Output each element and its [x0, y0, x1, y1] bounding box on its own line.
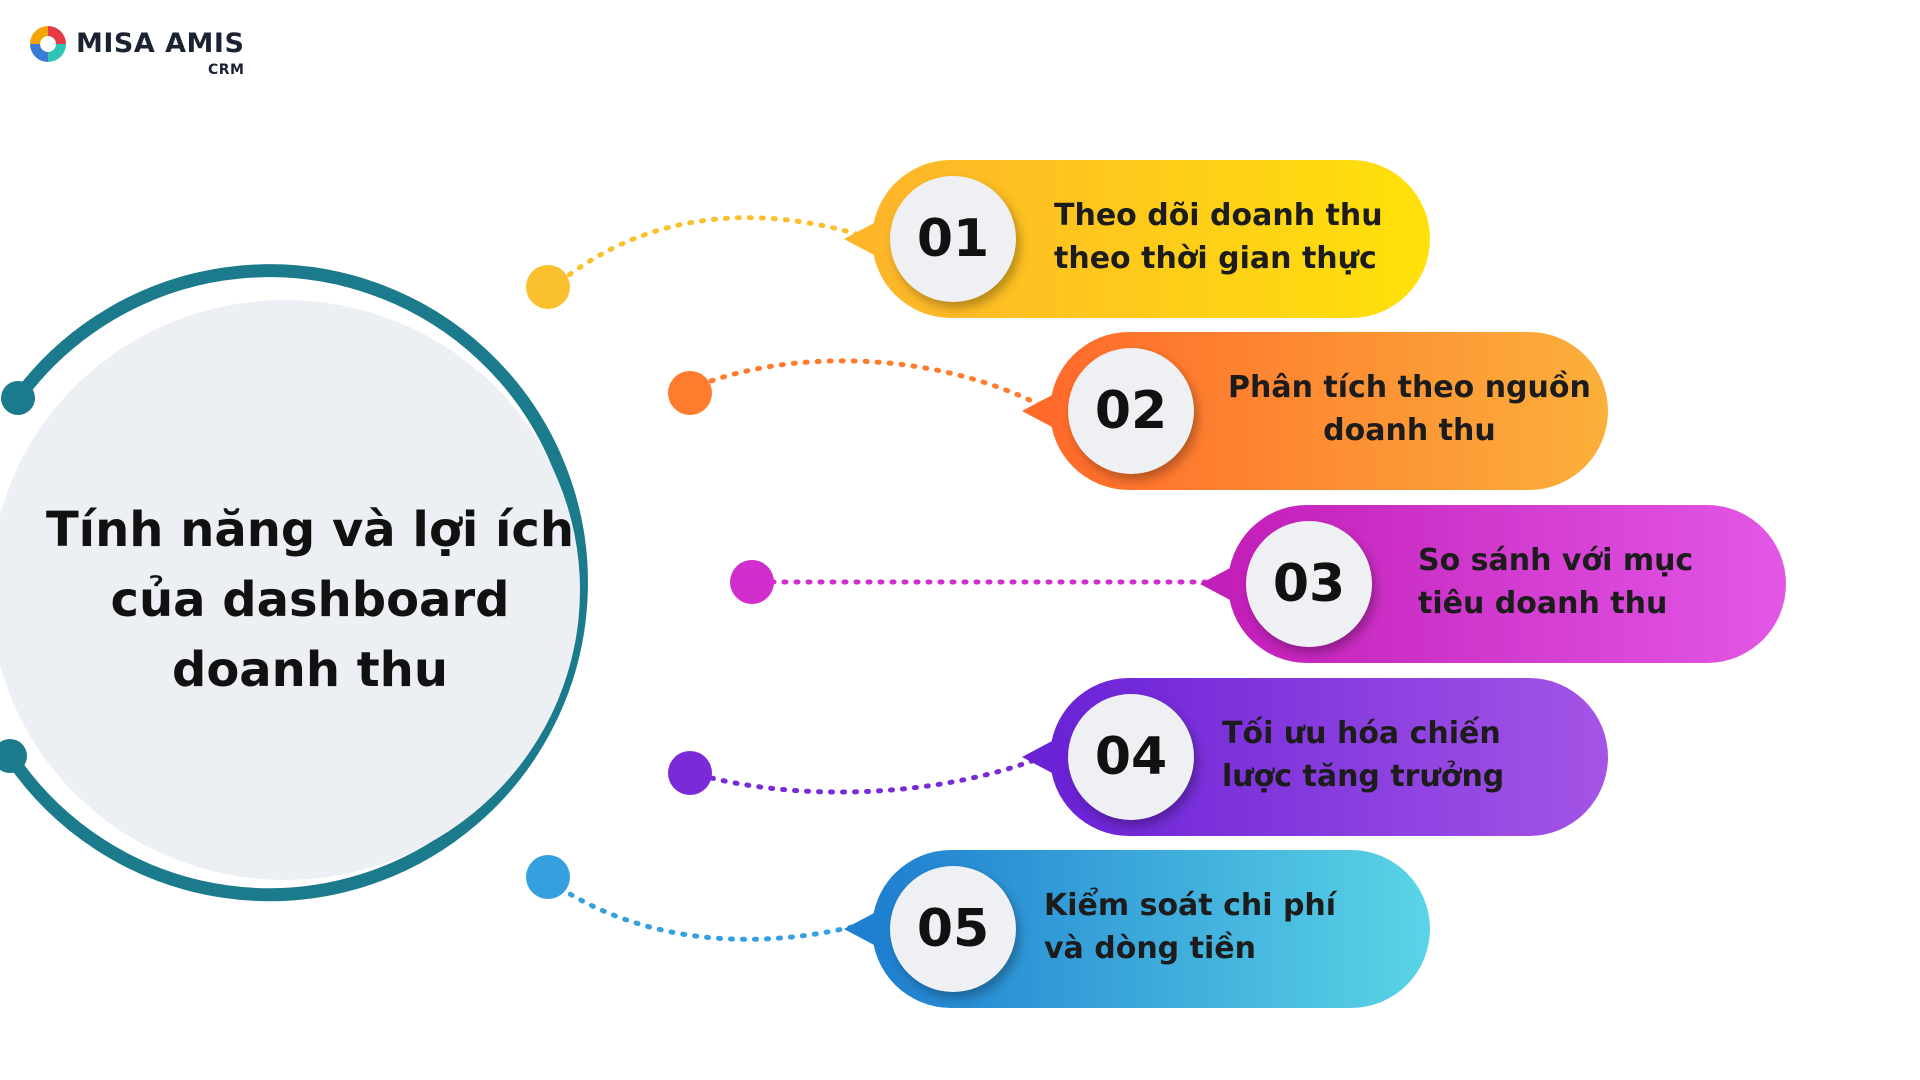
ring-end-top [1, 381, 35, 415]
item-label-line-1: Tối ưu hóa chiến [1222, 716, 1501, 751]
feature-item-02: 02 Phân tích theo nguồn doanh thu [1022, 332, 1608, 490]
feature-item-05: 05 Kiểm soát chi phí và dòng tiền [844, 850, 1430, 1008]
connector-dot-04 [668, 751, 712, 795]
center-title-line-2: của dashboard [110, 572, 510, 628]
item-label: Tối ưu hóa chiến lược tăng trưởng [1222, 712, 1504, 798]
connector-04 [697, 755, 1043, 795]
center-title-line-3: doanh thu [171, 642, 449, 698]
center-ring [3, 264, 588, 902]
item-label-line-1: Phân tích theo nguồn [1228, 370, 1591, 405]
center-disc [0, 300, 580, 880]
item-label-line-1: Kiểm soát chi phí [1044, 888, 1337, 923]
center-title-line-1: Tính năng và lợi ích [45, 502, 575, 558]
brand-product: CRM [208, 62, 245, 78]
connector-dot-01 [526, 265, 570, 309]
ring-end-bottom [0, 739, 27, 773]
pill-pointer [1022, 740, 1054, 774]
item-label: So sánh với mục tiêu doanh thu [1418, 539, 1693, 625]
center-title: Tính năng và lợi ích của dashboard doanh… [30, 495, 590, 705]
feature-item-04: 04 Tối ưu hóa chiến lược tăng trưởng [1022, 678, 1608, 836]
feature-item-01: 01 Theo dõi doanh thu theo thời gian thự… [844, 160, 1430, 318]
item-label-line-1: Theo dõi doanh thu [1054, 198, 1383, 233]
misa-logo-icon [30, 26, 66, 62]
pill-pointer [1022, 394, 1054, 428]
connector-dot-05 [526, 855, 570, 899]
item-number: 03 [1246, 521, 1372, 647]
pill-pointer [844, 912, 876, 946]
item-label: Theo dõi doanh thu theo thời gian thực [1054, 194, 1383, 280]
connector-dot-03 [730, 560, 774, 604]
item-number: 02 [1068, 348, 1194, 474]
item-label-line-1: So sánh với mục [1418, 543, 1694, 578]
brand-name: MISA AMIS [76, 28, 245, 59]
item-label: Kiểm soát chi phí và dòng tiền [1044, 884, 1336, 970]
connector-05 [557, 885, 863, 942]
item-number: 05 [890, 866, 1016, 992]
connector-02 [697, 358, 1043, 408]
item-label: Phân tích theo nguồn doanh thu [1228, 366, 1591, 452]
pill-pointer [844, 222, 876, 256]
item-label-line-2: tiêu doanh thu [1418, 586, 1668, 621]
connector-01 [557, 215, 863, 285]
item-number: 01 [890, 176, 1016, 302]
connector-dot-02 [668, 371, 712, 415]
pill-pointer [1200, 567, 1232, 601]
item-label-line-2: và dòng tiền [1044, 931, 1256, 966]
feature-item-03: 03 So sánh với mục tiêu doanh thu [1200, 505, 1786, 663]
item-label-line-2: doanh thu [1323, 413, 1496, 448]
item-number: 04 [1068, 694, 1194, 820]
item-label-line-2: theo thời gian thực [1054, 241, 1377, 276]
item-label-line-2: lược tăng trưởng [1222, 759, 1505, 794]
